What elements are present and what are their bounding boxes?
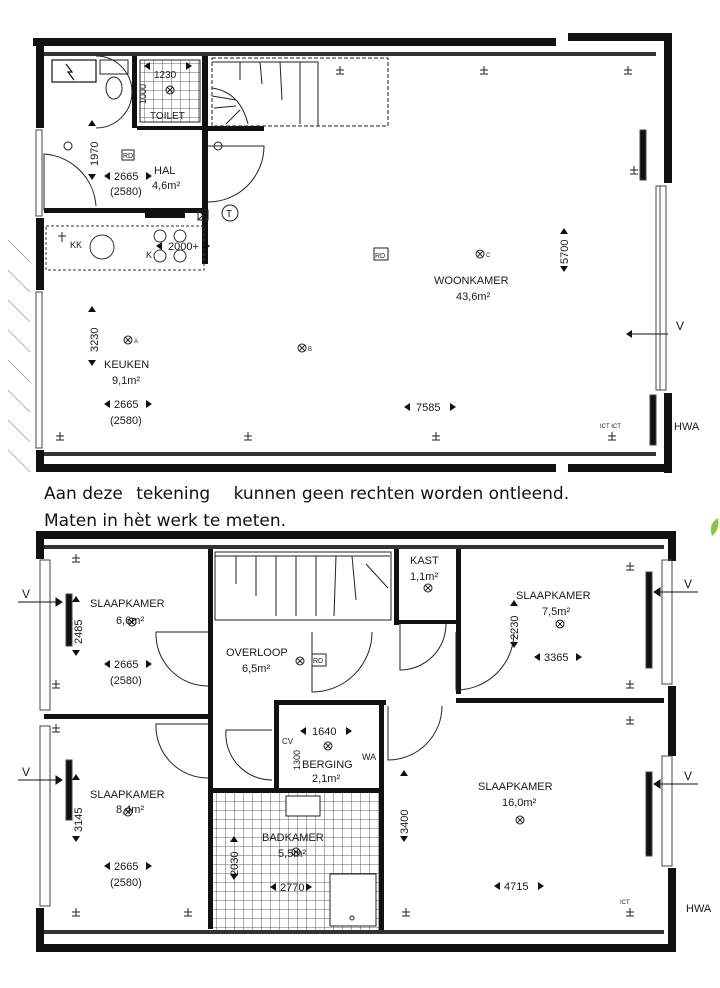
hal-dim-w: 2665 xyxy=(114,171,138,183)
point-a: A xyxy=(134,339,138,345)
berging-wa: WA xyxy=(362,752,376,762)
slaapkamer2-label: SLAAPKAMER xyxy=(90,789,165,801)
berging-label: BERGING xyxy=(302,759,353,771)
slaapkamer2-dim-h: 3145 xyxy=(73,808,85,832)
disclaimer-line-1: Aan deze tekening kunnen geen rechten wo… xyxy=(44,484,569,504)
kast-area: 1,1m² xyxy=(410,571,438,583)
meter-cupboard xyxy=(51,59,97,83)
keuken-dim-w: 2665 xyxy=(114,399,138,411)
slaapkamer4-area: 16,0m² xyxy=(502,797,537,809)
keuken-dim-h: 3230 xyxy=(89,328,101,352)
hal-dim-w2: (2580) xyxy=(110,186,142,198)
toilet-fixtures xyxy=(99,59,201,123)
keuken-label: KEUKEN xyxy=(104,359,149,371)
outer-walls xyxy=(33,33,672,473)
badkamer-area: 5,5m² xyxy=(278,848,306,860)
v-marker-ground: V xyxy=(676,319,684,333)
hwa-marker-ground: HWA xyxy=(674,421,700,433)
slaapkamer1-dim-w: 2665 xyxy=(114,659,138,671)
badkamer-label: BADKAMER xyxy=(262,832,324,844)
windows-first xyxy=(39,559,673,907)
hal-dim-h: 1970 xyxy=(89,142,101,166)
thermostat-symbol: T xyxy=(226,209,232,220)
ict-marker-ground: ICT ICT xyxy=(600,424,621,430)
dimension-arrows-ground xyxy=(88,62,568,411)
slaapkamer3-dim-w: 3365 xyxy=(544,652,568,664)
bathroom-fixtures xyxy=(285,795,377,927)
slaapkamer4-label: SLAAPKAMER xyxy=(478,781,553,793)
socket-symbols-ground xyxy=(56,66,638,441)
disclaimer-line-2: Maten in hèt werk te meten. xyxy=(44,511,287,531)
first-floor-plan xyxy=(18,531,698,952)
hal-label: HAL xyxy=(154,165,175,177)
rd-symbol-woonkamer: RD xyxy=(375,253,385,260)
ground-floor-plan xyxy=(7,33,672,473)
rd-symbol-overloop: RD xyxy=(313,658,323,665)
hal-area: 4,6m² xyxy=(152,180,180,192)
v-marker-first-right-top: V xyxy=(684,577,692,591)
toilet-label: TOILET xyxy=(150,111,185,122)
slaapkamer4-dim-w: 4715 xyxy=(504,881,528,893)
exterior-hatching xyxy=(7,239,31,473)
point-c: C xyxy=(486,253,491,259)
leaf-decoration xyxy=(710,518,719,536)
badkamer-dim-h: 2030 xyxy=(229,852,241,876)
berging-area: 2,1m² xyxy=(312,773,340,785)
woonkamer-label: WOONKAMER xyxy=(434,275,509,287)
disclaimer-word-3: kunnen geen rechten worden ontleend. xyxy=(233,484,570,504)
badkamer-dim-w: 2770 xyxy=(280,882,304,894)
slaapkamer3-label: SLAAPKAMER xyxy=(516,590,591,602)
overloop-area: 6,5m² xyxy=(242,663,270,675)
slaapkamer1-area: 6,6m² xyxy=(116,615,144,627)
interior-walls-ground xyxy=(44,56,264,264)
kast-label: KAST xyxy=(410,555,439,567)
slaapkamer3-dim-h: 2230 xyxy=(509,616,521,640)
staircase-ground xyxy=(211,57,389,127)
light-points-first xyxy=(123,583,565,857)
slaapkamer1-dim-w2: (2580) xyxy=(110,675,142,687)
v-marker-first-left-top: V xyxy=(22,587,30,601)
slaapkamer2-dim-w2: (2580) xyxy=(110,877,142,889)
windows-ground xyxy=(35,129,667,449)
kitchen-k: K xyxy=(146,250,152,260)
berging-cv: CV xyxy=(282,737,294,746)
dimension-arrows-first xyxy=(72,596,582,891)
disclaimer-word-1: Aan deze xyxy=(44,484,123,504)
rd-symbol-hal: RD xyxy=(123,153,133,160)
staircase-first xyxy=(214,551,392,621)
slaapkamer4-dim-h: 3400 xyxy=(399,810,411,834)
kitchen-counter xyxy=(45,225,205,271)
keuken-area: 9,1m² xyxy=(112,375,140,387)
toilet-dim-w: 1230 xyxy=(154,70,177,81)
outer-walls-first xyxy=(36,531,676,952)
slaapkamer2-dim-w: 2665 xyxy=(114,861,138,873)
v-marker-first-left-bottom: V xyxy=(22,765,30,779)
slaapkamer1-label: SLAAPKAMER xyxy=(90,598,165,610)
woonkamer-dim-h: 5700 xyxy=(559,240,571,264)
disclaimer-word-2: tekening xyxy=(136,484,211,504)
kitchen-counter-dim: 2000+ xyxy=(168,241,199,253)
kitchen-kk: KK xyxy=(70,240,82,250)
woonkamer-dim-w: 7585 xyxy=(416,402,440,414)
keuken-dim-w2: (2580) xyxy=(110,415,142,427)
berging-dim-w: 1640 xyxy=(312,726,336,738)
point-b: B xyxy=(308,347,312,353)
overloop-label: OVERLOOP xyxy=(226,647,288,659)
slaapkamer2-area: 8,4m² xyxy=(116,804,144,816)
ict-marker-first: ICT xyxy=(620,900,630,906)
v-marker-first-right-bottom: V xyxy=(684,769,692,783)
arrow-head-v-ground xyxy=(626,330,632,338)
berging-dim-h: 1300 xyxy=(292,750,302,770)
toilet-dim-h: 1000 xyxy=(138,84,148,104)
light-points-ground xyxy=(63,85,485,353)
v-arrows-first xyxy=(18,587,698,789)
hwa-marker-first: HWA xyxy=(686,903,712,915)
socket-symbols-first xyxy=(52,554,634,917)
slaapkamer1-dim-h: 2485 xyxy=(73,620,85,644)
doors-ground xyxy=(43,55,265,210)
slaapkamer3-area: 7,5m² xyxy=(542,606,570,618)
woonkamer-area: 43,6m² xyxy=(456,291,491,303)
